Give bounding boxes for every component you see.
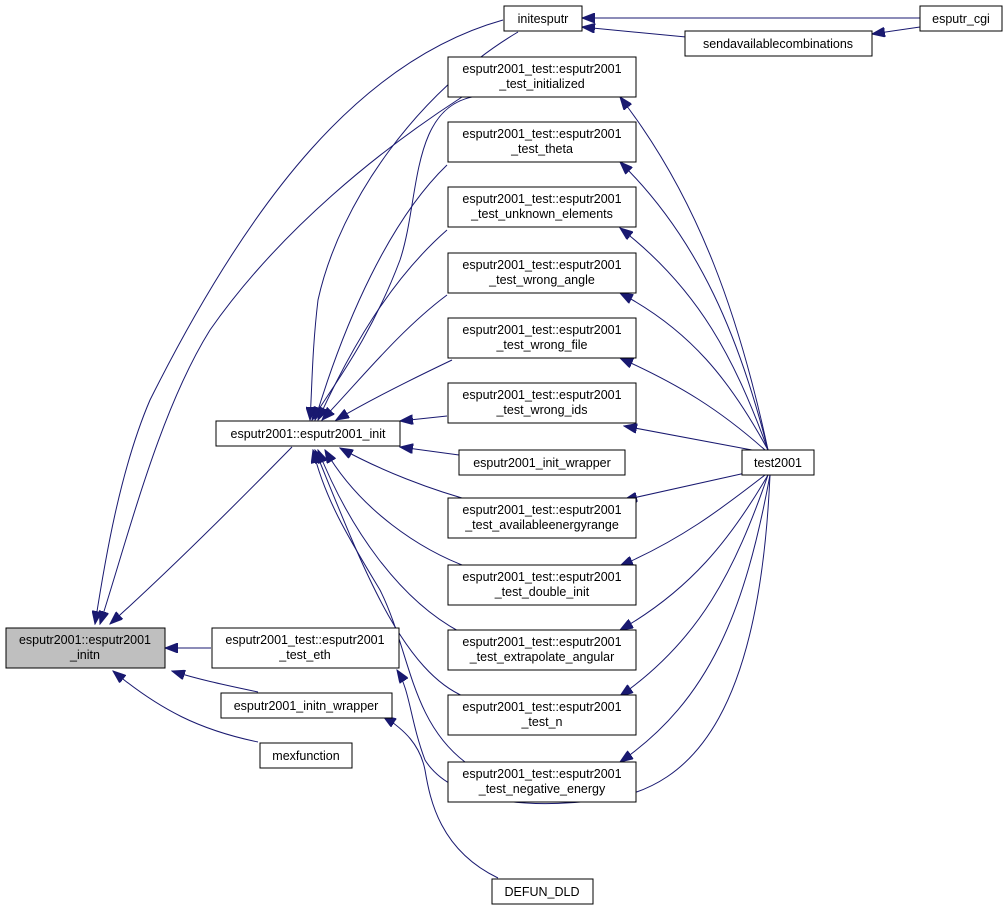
- edge-t-negative-to-init: [313, 450, 466, 763]
- edge-test2001-to-t-initialized: [620, 97, 769, 451]
- node-initn-wrapper[interactable]: esputr2001_initn_wrapper: [220, 692, 393, 719]
- node-defun-dld[interactable]: DEFUN_DLD: [491, 878, 594, 905]
- node-test-eth[interactable]: esputr2001_test::esputr2001 _test_eth: [211, 627, 400, 669]
- node-test-initialized[interactable]: esputr2001_test::esputr2001 _test_initia…: [447, 56, 637, 98]
- edge-t-n-to-init: [315, 450, 466, 698]
- node-label-line: _test_initialized: [498, 77, 585, 91]
- node-test-availableenergyrange[interactable]: esputr2001_test::esputr2001 _test_availa…: [447, 497, 637, 539]
- node-label-line: _test_theta: [510, 142, 573, 156]
- node-label-line: _test_negative_energy: [478, 782, 606, 796]
- edge-test2001-to-t-double: [620, 474, 766, 566]
- edge-mexfunction-to-initn: [113, 671, 259, 743]
- node-label-line: esputr2001_test::esputr2001: [225, 633, 384, 647]
- node-label-line: _test_double_init: [494, 585, 590, 599]
- node-label-line: esputr2001_test::esputr2001: [462, 388, 621, 402]
- node-init-wrapper[interactable]: esputr2001_init_wrapper: [458, 449, 626, 476]
- node-label-line: esputr2001_test::esputr2001: [462, 503, 621, 517]
- node-label-line: _test_unknown_elements: [470, 207, 613, 221]
- node-initesputr[interactable]: initesputr: [503, 5, 583, 32]
- node-label-line: mexfunction: [272, 749, 339, 763]
- node-test-double-init[interactable]: esputr2001_test::esputr2001 _test_double…: [447, 564, 637, 606]
- node-esputr2001-init[interactable]: esputr2001::esputr2001_init: [215, 420, 401, 447]
- node-label-line: _test_extrapolate_angular: [469, 650, 615, 664]
- node-test-extrapolate-angular[interactable]: esputr2001_test::esputr2001 _test_extrap…: [447, 629, 637, 671]
- edge-test2001-to-t-wrong-file: [620, 358, 766, 451]
- node-test-theta[interactable]: esputr2001_test::esputr2001 _test_theta: [447, 121, 637, 163]
- edge-test2001-to-t-wrong-ids: [624, 426, 753, 451]
- node-test2001[interactable]: test2001: [741, 449, 815, 476]
- edge-test2001-to-t-unknown: [620, 228, 769, 451]
- node-label-line: esputr2001_test::esputr2001: [462, 767, 621, 781]
- edge-test2001-to-t-negative: [620, 474, 771, 762]
- edge-t-wrong-file-to-init: [336, 359, 453, 420]
- edge-t-unknown-to-init: [318, 229, 448, 420]
- edge-initn-wrapper-to-initn: [172, 671, 259, 693]
- node-test-n[interactable]: esputr2001_test::esputr2001 _test_n: [447, 694, 637, 736]
- node-label-line: test2001: [754, 456, 802, 470]
- node-test-negative-energy[interactable]: esputr2001_test::esputr2001 _test_negati…: [447, 761, 637, 803]
- node-label-line: _test_wrong_angle: [488, 273, 595, 287]
- node-label-line: initesputr: [518, 12, 569, 26]
- node-esputr2001-initn[interactable]: esputr2001::esputr2001 _initn: [5, 627, 166, 669]
- edge-initesputr-to-initn: [95, 19, 504, 624]
- edge-t-initialized-to-initn: [100, 96, 463, 624]
- node-label-line: esputr_cgi: [932, 12, 990, 26]
- node-label-line: esputr2001::esputr2001: [19, 633, 151, 647]
- node-label-line: esputr2001_init_wrapper: [473, 456, 611, 470]
- node-label-line: esputr2001_test::esputr2001: [462, 127, 621, 141]
- edge-init-to-initn: [110, 446, 293, 624]
- node-label-line: esputr2001_test::esputr2001: [462, 192, 621, 206]
- node-test-unknown-elements[interactable]: esputr2001_test::esputr2001 _test_unknow…: [447, 186, 637, 228]
- edge-defun-to-initn-wrapper: [383, 716, 499, 879]
- node-label-line: esputr2001_test::esputr2001: [462, 570, 621, 584]
- node-mexfunction[interactable]: mexfunction: [259, 742, 353, 769]
- edge-test2001-to-t-avail: [624, 471, 751, 500]
- node-label-line: esputr2001_test::esputr2001: [462, 635, 621, 649]
- edge-test2001-to-t-wrong-angle: [620, 293, 769, 451]
- node-label-line: _test_wrong_ids: [495, 403, 587, 417]
- edge-t-theta-to-init: [315, 164, 448, 420]
- node-label-line: esputr2001::esputr2001_init: [231, 427, 387, 441]
- edge-test2001-to-t-theta: [620, 162, 769, 451]
- edge-test2001-to-t-n: [620, 474, 769, 696]
- node-esputr-cgi[interactable]: esputr_cgi: [919, 5, 1003, 32]
- node-label-line: _test_eth: [278, 648, 330, 662]
- edge-t-extrap-to-init: [318, 450, 461, 633]
- edge-test2001-to-test-eth: [397, 474, 771, 805]
- edge-test2001-to-t-extrap: [620, 474, 769, 630]
- node-test-wrong-file[interactable]: esputr2001_test::esputr2001 _test_wrong_…: [447, 317, 637, 359]
- edge-t-wrong-ids-to-init: [400, 416, 448, 421]
- edge-init-wrapper-to-init: [400, 447, 460, 456]
- node-label-line: esputr2001_test::esputr2001: [462, 700, 621, 714]
- node-label-line: sendavailablecombinations: [703, 37, 853, 51]
- node-label-line: _test_n: [520, 715, 562, 729]
- node-label-line: esputr2001_test::esputr2001: [462, 62, 621, 76]
- node-label-line: _test_availableenergyrange: [464, 518, 619, 532]
- node-label-line: esputr2001_initn_wrapper: [234, 699, 379, 713]
- node-label-line: DEFUN_DLD: [504, 885, 579, 899]
- node-test-wrong-ids[interactable]: esputr2001_test::esputr2001 _test_wrong_…: [447, 382, 637, 424]
- node-label-line: esputr2001_test::esputr2001: [462, 258, 621, 272]
- node-label-line: _initn: [69, 648, 100, 662]
- edge-t-double-to-init: [325, 450, 471, 569]
- node-test-wrong-angle[interactable]: esputr2001_test::esputr2001 _test_wrong_…: [447, 252, 637, 294]
- edge-sendavail-to-initesputr: [582, 27, 687, 38]
- node-sendavailablecombinations[interactable]: sendavailablecombinations: [684, 30, 873, 57]
- edge-cgi-to-sendavail: [872, 26, 921, 34]
- edge-t-wrong-angle-to-init: [322, 294, 448, 420]
- node-label-line: esputr2001_test::esputr2001: [462, 323, 621, 337]
- node-label-line: _test_wrong_file: [495, 338, 587, 352]
